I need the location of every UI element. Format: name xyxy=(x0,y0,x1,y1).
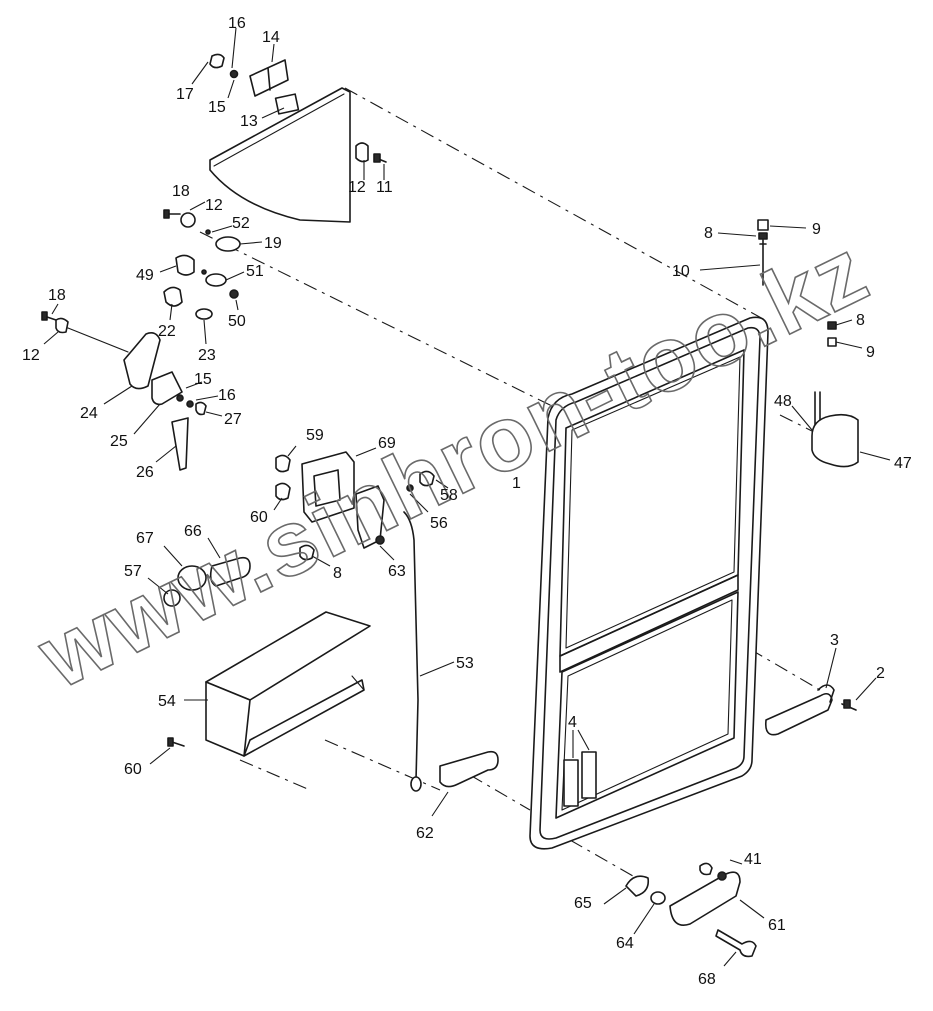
callout-8-latch: 8 xyxy=(333,565,342,582)
callout-53: 53 xyxy=(456,655,474,672)
callout-2: 2 xyxy=(876,665,885,682)
callout-18-left: 18 xyxy=(48,287,66,304)
callout-64: 64 xyxy=(616,935,634,952)
callout-56: 56 xyxy=(430,515,448,532)
callout-60-latch: 60 xyxy=(250,509,268,526)
pin-assembly-top xyxy=(699,219,807,286)
callout-61: 61 xyxy=(768,917,786,934)
callout-9-top: 9 xyxy=(812,221,821,238)
callout-49: 49 xyxy=(136,267,154,284)
bracket-62 xyxy=(431,750,499,817)
callout-8-right: 8 xyxy=(856,312,865,329)
left-hinge-stack xyxy=(159,201,263,345)
callout-12-top: 12 xyxy=(348,179,366,196)
callout-16-lower: 16 xyxy=(218,387,236,404)
callout-24: 24 xyxy=(80,405,98,422)
callout-25: 25 xyxy=(110,433,128,450)
callout-47: 47 xyxy=(894,455,912,472)
outside-handle xyxy=(603,859,765,967)
callout-52: 52 xyxy=(232,215,250,232)
top-bracket-plate xyxy=(191,27,351,223)
callout-59: 59 xyxy=(306,427,324,444)
callout-8-top: 8 xyxy=(704,225,713,242)
callout-3: 3 xyxy=(830,632,839,649)
callout-16-top: 16 xyxy=(228,15,246,32)
callout-labels: 1 2 3 4 8 8 8 9 9 10 11 12 12 12 13 14 1… xyxy=(22,15,912,988)
inside-handle-3 xyxy=(764,647,877,736)
part-4-pads xyxy=(563,729,597,807)
callout-69: 69 xyxy=(378,435,396,452)
callout-12-mid: 12 xyxy=(205,197,223,214)
callout-67: 67 xyxy=(136,530,154,547)
callout-11: 11 xyxy=(376,179,393,196)
callout-54: 54 xyxy=(158,693,176,710)
callout-15-top: 15 xyxy=(208,99,226,116)
callout-13: 13 xyxy=(240,113,258,130)
callout-14: 14 xyxy=(262,29,280,46)
callout-60-box: 60 xyxy=(124,761,142,778)
callout-63: 63 xyxy=(388,563,406,580)
callout-62: 62 xyxy=(416,825,434,842)
callout-12-left: 12 xyxy=(22,347,40,364)
callout-51: 51 xyxy=(246,263,264,280)
callout-23: 23 xyxy=(198,347,216,364)
callout-4: 4 xyxy=(568,714,577,731)
cover-box-54 xyxy=(149,611,371,765)
callout-68: 68 xyxy=(698,971,716,988)
assembly-centerlines xyxy=(199,87,831,881)
callout-1: 1 xyxy=(512,475,521,492)
callout-19: 19 xyxy=(264,235,282,252)
callout-48: 48 xyxy=(774,393,792,410)
callout-58: 58 xyxy=(440,487,458,504)
lower-left-hinge xyxy=(41,303,223,471)
callout-57: 57 xyxy=(124,563,142,580)
callout-9-right: 9 xyxy=(866,344,875,361)
callout-41: 41 xyxy=(744,851,762,868)
callout-10: 10 xyxy=(672,263,690,280)
callout-50: 50 xyxy=(228,313,246,330)
bolt-and-spacer-11-12 xyxy=(355,142,387,180)
callout-26: 26 xyxy=(136,464,154,481)
callout-65: 65 xyxy=(574,895,592,912)
right-hinge-parts xyxy=(791,319,891,468)
callout-18-top: 18 xyxy=(172,183,190,200)
lock-cylinder xyxy=(147,537,251,607)
callout-17: 17 xyxy=(176,86,194,103)
latch-assembly xyxy=(273,445,449,567)
callout-66: 66 xyxy=(184,523,202,540)
callout-27: 27 xyxy=(224,411,242,428)
callout-22: 22 xyxy=(158,323,176,340)
rod-53 xyxy=(403,511,455,792)
callout-15-lower: 15 xyxy=(194,371,212,388)
